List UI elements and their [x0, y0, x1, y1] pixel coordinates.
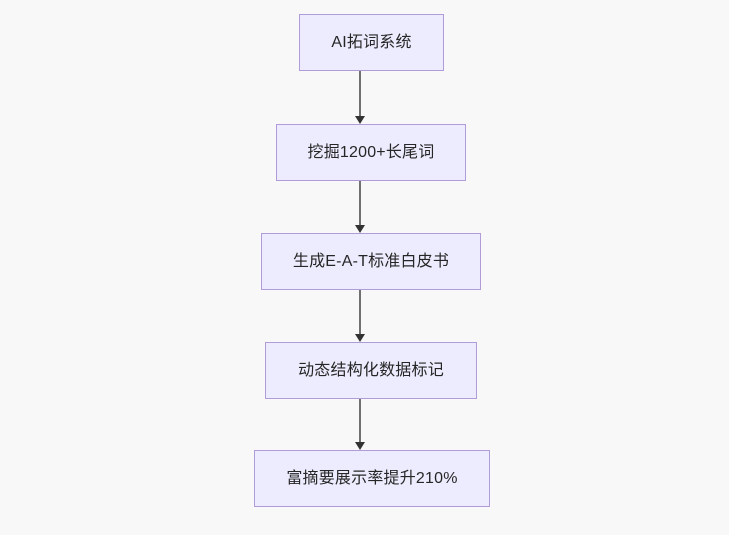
- arrowhead-icon: [355, 442, 365, 450]
- flowchart-edge-e2: [348, 181, 372, 233]
- flowchart-node-n3[interactable]: 生成E-A-T标准白皮书: [261, 233, 481, 290]
- flowchart-node-label: 生成E-A-T标准白皮书: [292, 252, 450, 270]
- flowchart-node-n1[interactable]: AI拓词系统: [299, 14, 444, 71]
- flowchart-node-n2[interactable]: 挖掘1200+长尾词: [276, 124, 466, 181]
- flowchart-node-label: 富摘要展示率提升210%: [286, 469, 458, 487]
- arrowhead-icon: [355, 334, 365, 342]
- edge-line: [359, 399, 361, 443]
- flowchart-edge-e3: [348, 290, 372, 342]
- edge-line: [359, 290, 361, 335]
- flowchart-node-n5[interactable]: 富摘要展示率提升210%: [254, 450, 490, 507]
- edge-line: [359, 181, 361, 226]
- flowchart-edge-e4: [348, 399, 372, 450]
- flowchart-node-label: 动态结构化数据标记: [298, 361, 444, 379]
- flowchart-node-n4[interactable]: 动态结构化数据标记: [265, 342, 477, 399]
- flowchart-node-label: AI拓词系统: [331, 33, 412, 51]
- flowchart-edge-e1: [348, 71, 372, 124]
- arrowhead-icon: [355, 225, 365, 233]
- arrowhead-icon: [355, 116, 365, 124]
- flowchart-node-label: 挖掘1200+长尾词: [307, 143, 435, 161]
- edge-line: [359, 71, 361, 117]
